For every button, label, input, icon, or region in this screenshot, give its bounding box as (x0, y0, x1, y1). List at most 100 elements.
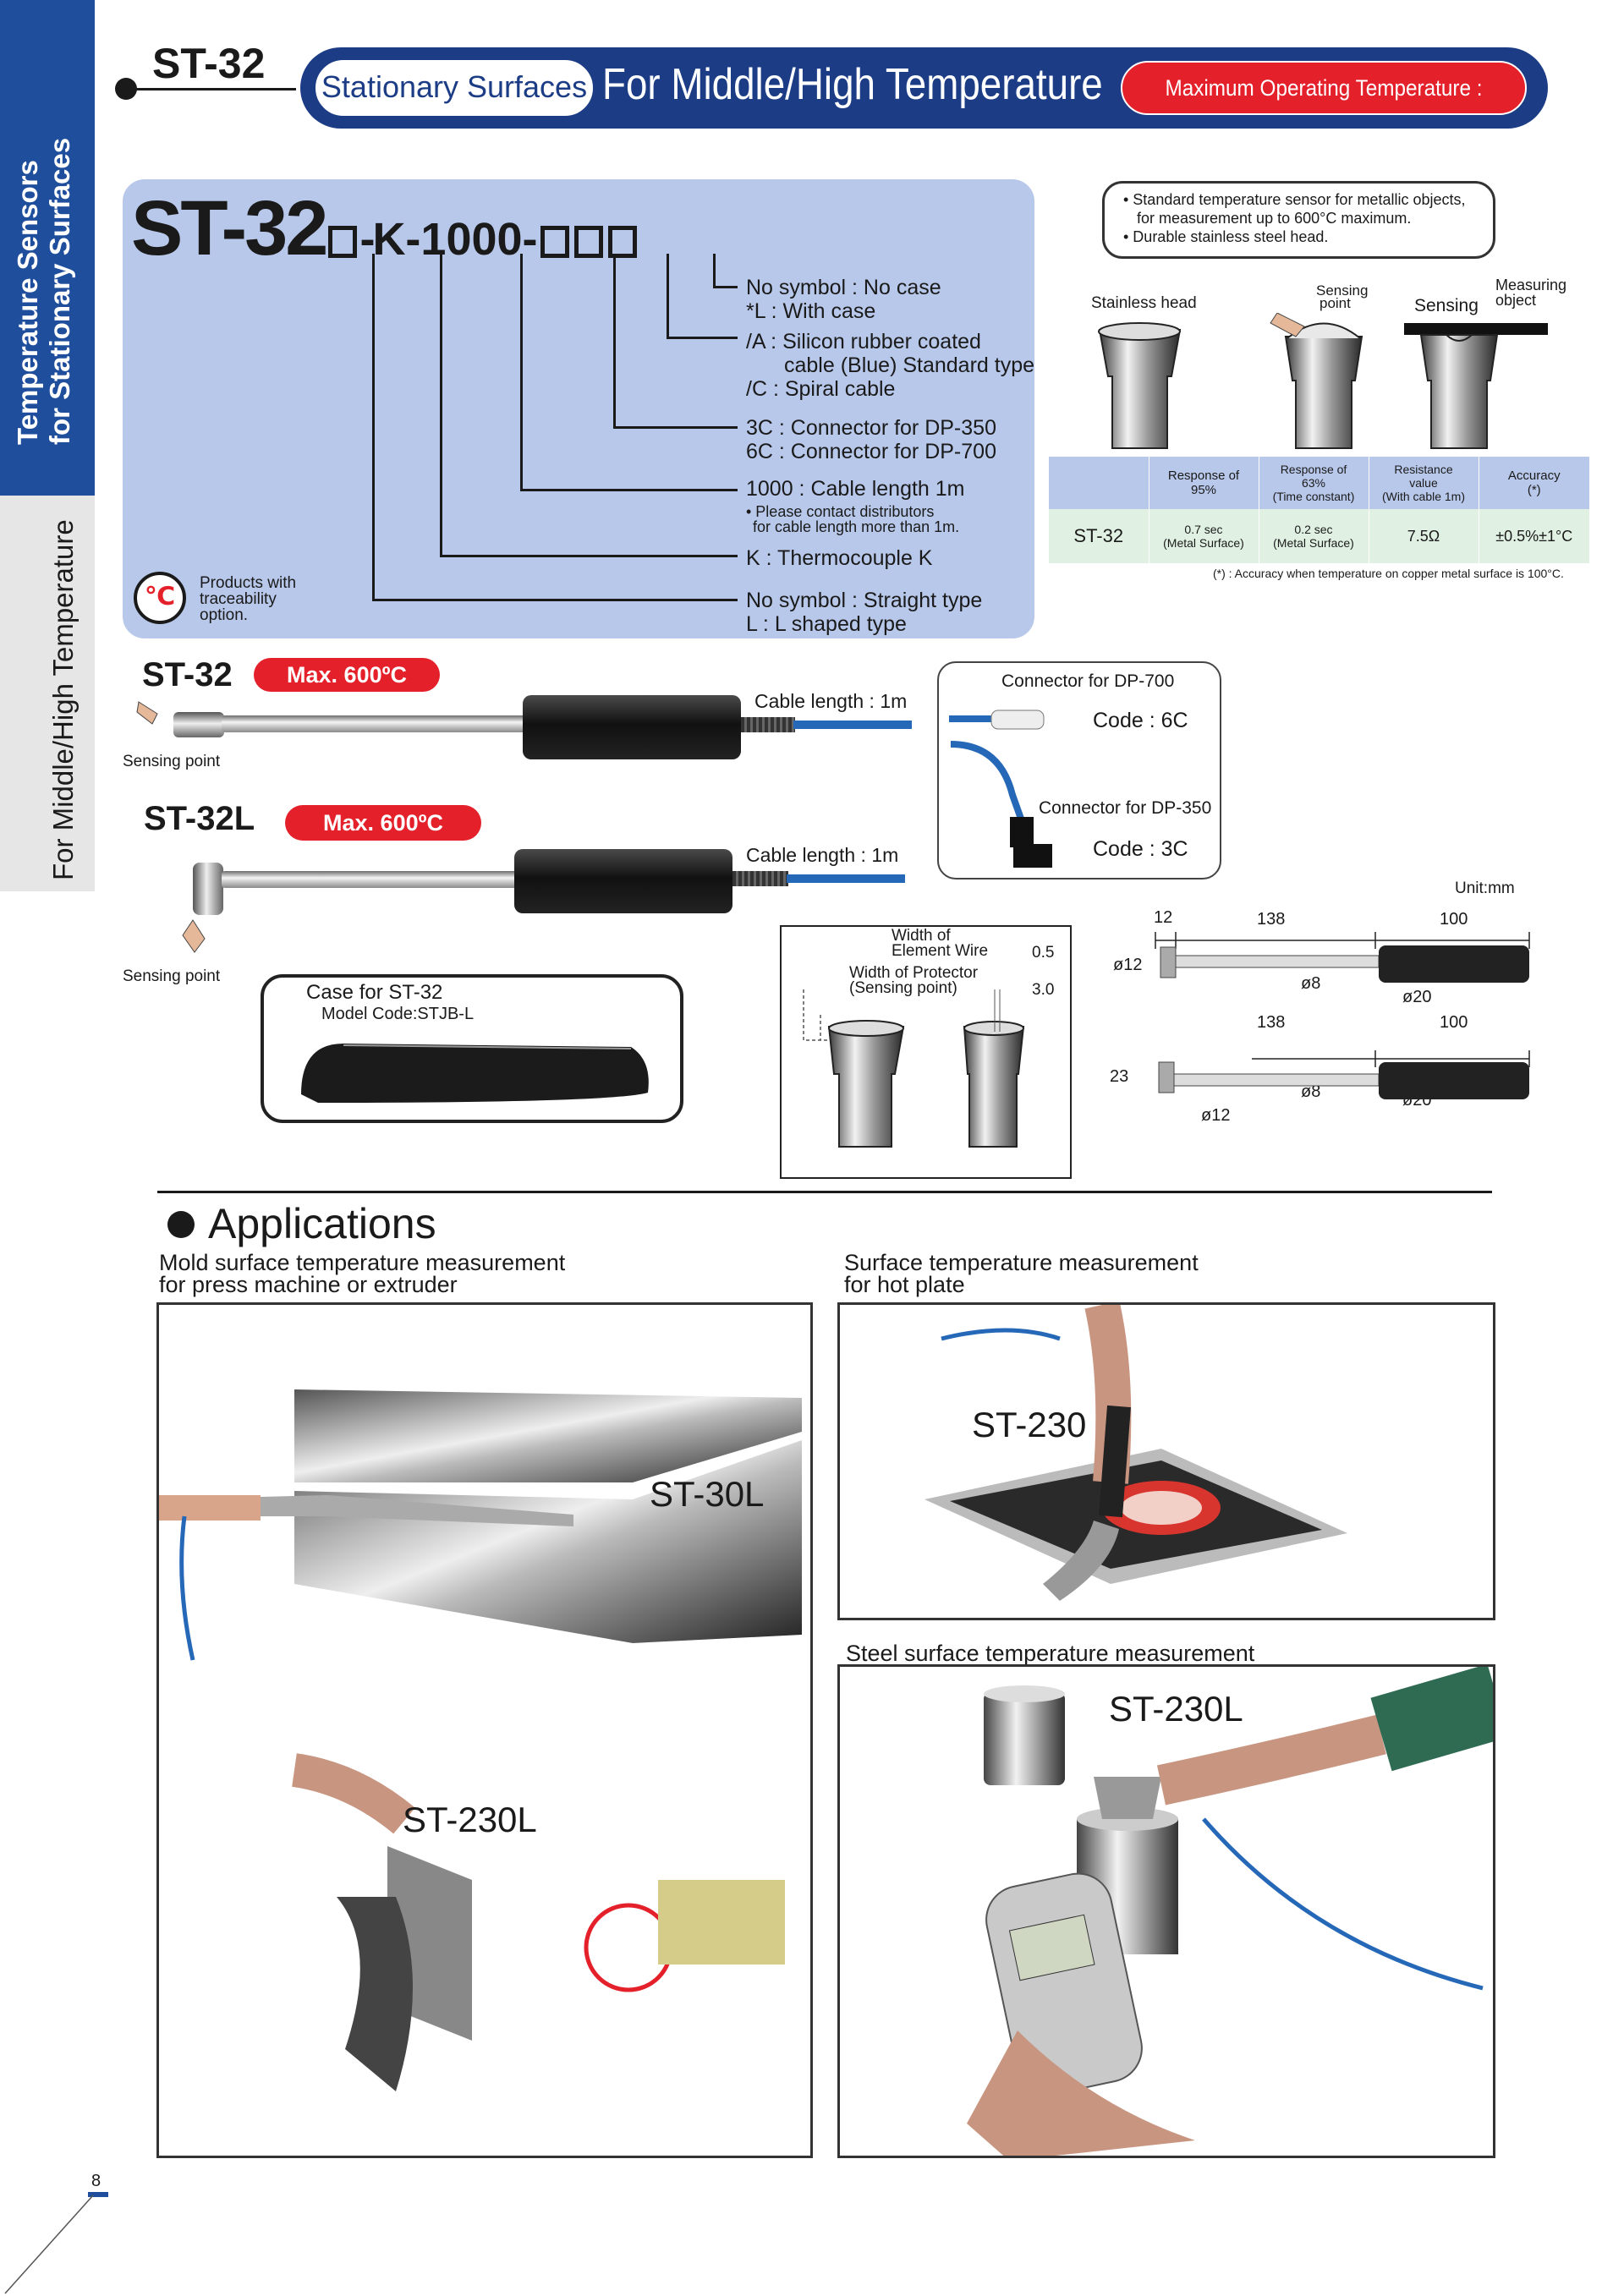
product-st32-name: ST-32 (142, 656, 233, 693)
max-temp-label: Maximum Operating Temperature : 600ºC (1165, 75, 1483, 151)
spec-cell-model: ST-32 (1049, 509, 1149, 563)
dim-phi8-top: ø8 (1301, 974, 1321, 993)
info-line-2: for measurement up to 600°C maximum. (1137, 210, 1412, 227)
spec-c63-l2: (Metal Surface) (1273, 536, 1354, 550)
header-pill-label: Stationary Surfaces (321, 69, 588, 104)
sensing-point-label: Sensing point (1316, 282, 1369, 311)
model-code-line: ST-32-K-1000- (131, 184, 639, 273)
product-st32l-max: Max. 600ºC (285, 805, 481, 841)
element-wire-value: 0.5 (1032, 944, 1055, 962)
protector-l1: Width of Protector (849, 964, 979, 982)
spec-c95-l2: (Metal Surface) (1163, 536, 1244, 550)
model-code-base: ST-32 (131, 185, 328, 271)
spec-h95-l2: 95% (1190, 483, 1217, 497)
traceability-icon: ℃ (134, 572, 186, 624)
dim-138-top: 138 (1257, 910, 1286, 929)
hotplate-application-image: ST-230 (837, 1302, 1495, 1620)
option-thermo: K : Thermocouple K (746, 546, 933, 570)
option-shape-1: No symbol : Straight type (746, 589, 983, 612)
stainless-head-label: Stainless head (1091, 294, 1197, 312)
option-length-note-2: for cable length more than 1m. (753, 518, 960, 535)
side-title-line2: for Stationary Surfaces (44, 137, 75, 445)
tree-line-case-h (713, 286, 738, 288)
dimension-drawing (1155, 932, 1530, 1099)
spec-hres-l2: value (1409, 476, 1438, 490)
connectors-box (937, 661, 1221, 879)
mold-caption: Mold surface temperature measurement for… (159, 1252, 565, 1296)
connector-illustration (949, 710, 1052, 868)
mold-caption-l2: for press machine or extruder (159, 1272, 458, 1297)
code-box-connector (540, 226, 569, 258)
side-subtitle: For Middle/High Temperature (47, 519, 79, 880)
tree-line-shape (372, 254, 375, 600)
label-st30l: ST-30L (650, 1474, 765, 1514)
code-box-shape (328, 226, 358, 258)
finger-pointer-icon (136, 701, 158, 725)
option-cable-1: /A : Silicon rubber coated (746, 330, 981, 353)
width-detail-illustration (803, 989, 1025, 1148)
spec-table-row: ST-32 0.7 sec(Metal Surface) 0.2 sec(Met… (1049, 509, 1590, 563)
mold-application-image: ST-30L ST-230L (156, 1302, 813, 2158)
option-shape-2: L : L shaped type (746, 612, 907, 636)
spec-cell-63: 0.2 sec(Metal Surface) (1259, 509, 1369, 563)
traceability-line-1: Products with (200, 574, 297, 592)
option-cable-2: cable (Blue) Standard type (784, 353, 1035, 377)
header-model: ST-32 (152, 40, 266, 87)
sensing-point-l2: point (1320, 295, 1351, 311)
label-st230: ST-230 (972, 1405, 1087, 1444)
protector-label: Width of Protector (Sensing point) (849, 964, 979, 996)
side-title-line1: Temperature Sensors (12, 160, 43, 445)
st32l-strain-relief (732, 871, 788, 886)
st32-tip-image (173, 712, 224, 737)
element-wire-l1: Width of (892, 927, 951, 945)
option-connector: 3C : Connector for DP-350 6C : Connector… (746, 416, 996, 463)
label-st230l-a: ST-230L (403, 1800, 537, 1839)
spec-cell-95: 0.7 sec(Metal Surface) (1149, 509, 1259, 563)
steel-application-image: ST-230L (837, 1664, 1495, 2158)
tree-line-cable (667, 254, 669, 338)
info-box: • Standard temperature sensor for metall… (1102, 181, 1495, 259)
dim-phi8-bottom: ø8 (1301, 1082, 1321, 1101)
sensing-point-l1: Sensing (1316, 282, 1369, 299)
option-length: 1000 : Cable length 1m • Please contact … (746, 477, 965, 534)
traceability-line-2: traceability (200, 590, 277, 608)
tree-line-cable-h (667, 337, 738, 339)
tree-line-thermo (440, 254, 442, 556)
steel-illustration (967, 1667, 1493, 2156)
option-case-1: No symbol : No case (746, 276, 941, 299)
tree-line-case (713, 254, 716, 288)
page-number-bar (88, 2192, 108, 2197)
option-case-2: *L : With case (746, 299, 876, 323)
measuring-object-l1: Measuring (1495, 277, 1567, 293)
side-tab-primary[interactable]: Temperature Sensors for Stationary Surfa… (0, 0, 95, 496)
st32-strain-relief (741, 717, 795, 732)
dim-phi12-top: ø12 (1113, 956, 1143, 974)
tree-line-connector-h (613, 426, 738, 429)
option-connector-2: 6C : Connector for DP-700 (746, 440, 996, 463)
spec-cell-accuracy: ±0.5%±1°C (1479, 509, 1590, 563)
product-st32l-name: ST-32L (144, 800, 255, 837)
spec-c95-l1: 0.7 sec (1184, 523, 1223, 536)
sensor-head-illustrations (1098, 313, 1548, 449)
connector-3c-code: Code : 3C (1093, 837, 1188, 861)
hotplate-caption: Surface temperature measurement for hot … (844, 1252, 1199, 1296)
case-title: Case for ST-32 (306, 981, 443, 1004)
max-temp-badge: Maximum Operating Temperature : 600ºC (1121, 61, 1527, 151)
traceability-text: Products with traceability option. (200, 575, 296, 623)
measuring-object-l2: object (1495, 292, 1537, 309)
connector-dp700-label: Connector for DP-700 (1001, 671, 1175, 691)
st32l-tip-image (193, 863, 223, 915)
spec-h63-l3: (Time constant) (1272, 490, 1355, 503)
side-tab-secondary[interactable]: For Middle/High Temperature (0, 496, 95, 891)
sensing-head-image (1404, 323, 1548, 449)
measuring-object-label: Measuring object (1495, 277, 1566, 308)
header-pill: Stationary Surfaces (313, 58, 595, 118)
spec-note: (*) : Accuracy when temperature on coppe… (1213, 567, 1564, 580)
connector-dp350-label: Connector for DP-350 (1039, 798, 1212, 818)
st32-handle-image (523, 695, 741, 759)
tree-line-shape-h (372, 599, 738, 601)
hotplate-caption-l1: Surface temperature measurement (844, 1250, 1199, 1275)
hotplate-caption-l2: for hot plate (844, 1272, 965, 1297)
